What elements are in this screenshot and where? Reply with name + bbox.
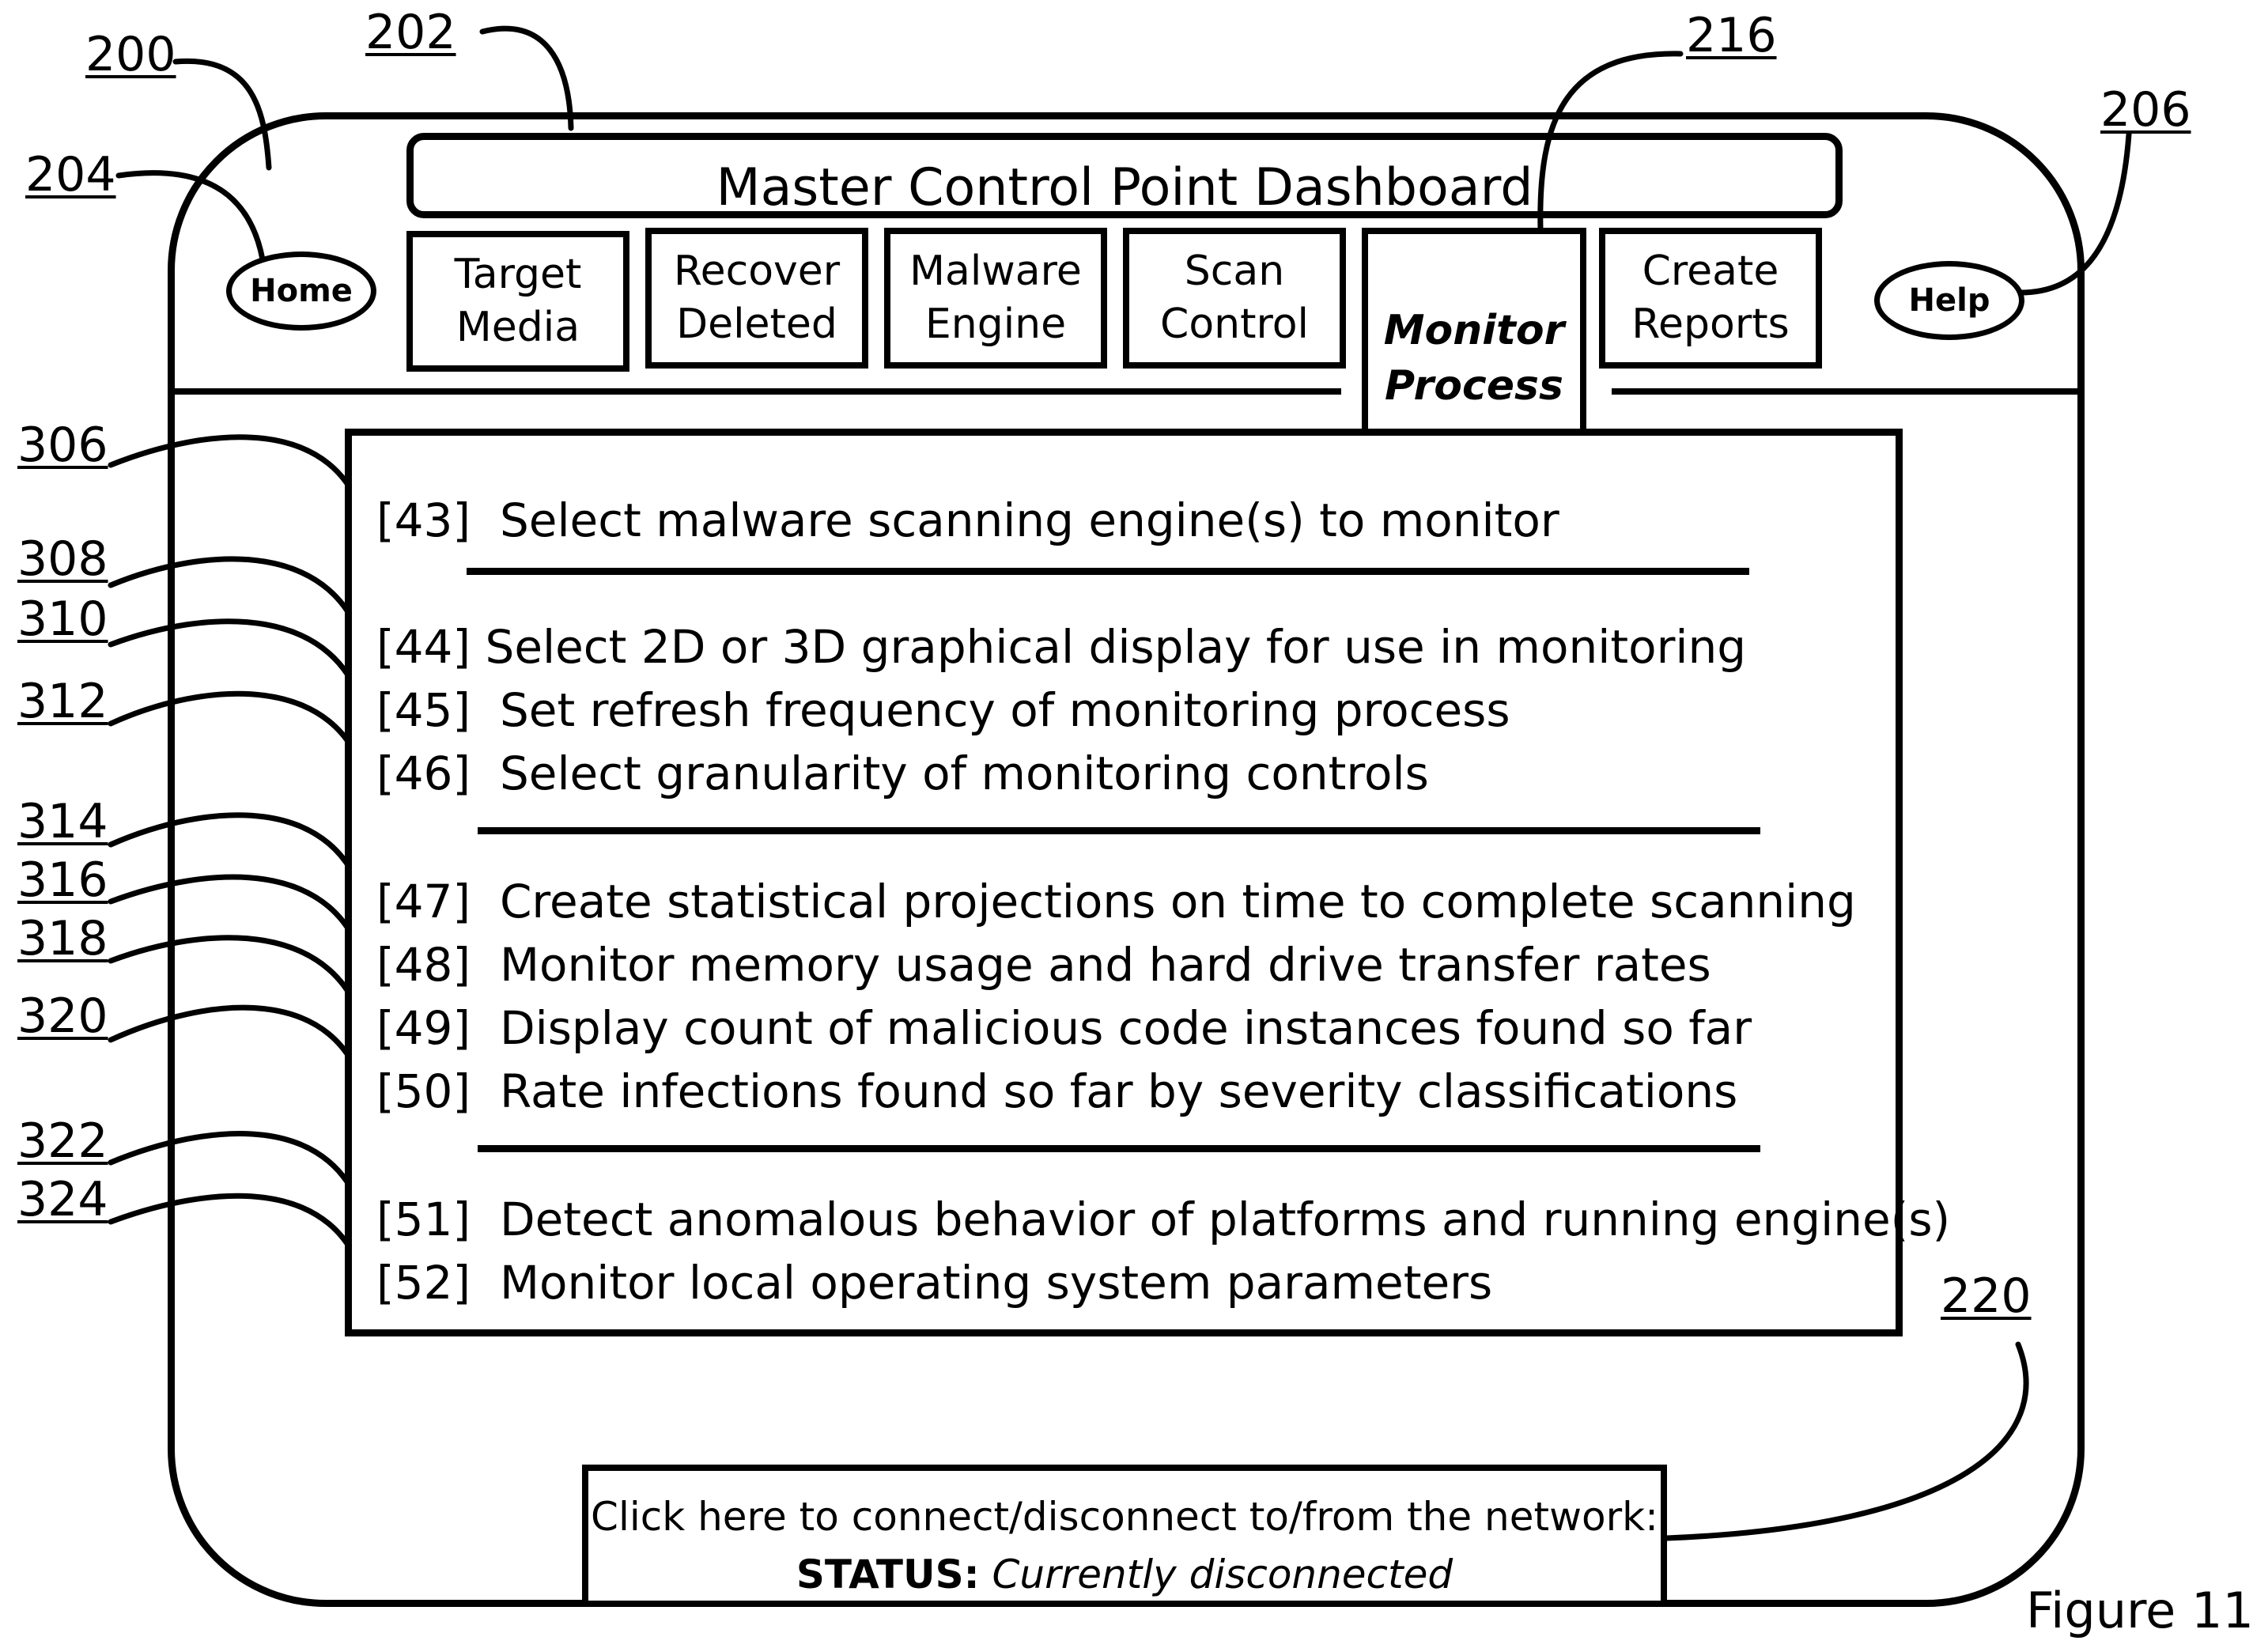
tab-label-line1: Malware — [909, 248, 1082, 295]
tab-scan-control[interactable]: Scan Control — [1123, 228, 1346, 369]
option-51[interactable]: [51] Detect anomalous behavior of platfo… — [376, 1193, 1950, 1246]
option-number: [48] — [376, 938, 471, 992]
divider — [478, 1145, 1760, 1152]
help-button[interactable]: Help — [1874, 261, 2024, 340]
tab-label-line2: Control — [1160, 301, 1309, 348]
option-45[interactable]: [45] Set refresh frequency of monitoring… — [376, 683, 1510, 737]
ref-202: 202 — [365, 5, 456, 60]
option-43[interactable]: [43] Select malware scanning engine(s) t… — [376, 493, 1559, 547]
ref-204: 204 — [25, 147, 116, 202]
help-label: Help — [1909, 282, 1990, 319]
option-text: Create statistical projections on time t… — [500, 875, 1856, 928]
status-label: STATUS: — [796, 1552, 980, 1597]
status-value: Currently disconnected — [992, 1552, 1453, 1597]
home-button[interactable]: Home — [226, 251, 376, 331]
option-text: Rate infections found so far by severity… — [500, 1064, 1737, 1118]
tab-malware-engine[interactable]: Malware Engine — [884, 228, 1107, 369]
tab-label-line1: Monitor — [1384, 307, 1565, 354]
ref-306: 306 — [17, 418, 108, 473]
home-label: Home — [250, 273, 353, 309]
dashboard-title: Master Control Point Dashboard — [716, 134, 1533, 217]
ref-316: 316 — [17, 852, 108, 908]
tab-label-line2: Deleted — [676, 301, 837, 348]
tab-monitor-process[interactable]: Monitor Process — [1362, 228, 1586, 435]
ref-220: 220 — [1941, 1268, 2032, 1324]
tab-baseline-right — [1612, 388, 2081, 395]
ref-206: 206 — [2100, 82, 2191, 138]
option-52[interactable]: [52] Monitor local operating system para… — [376, 1256, 1492, 1310]
dashboard-title-bar: Master Control Point Dashboard — [406, 133, 1843, 218]
option-number: [49] — [376, 1001, 471, 1055]
option-number: [52] — [376, 1256, 471, 1310]
tab-create-reports[interactable]: Create Reports — [1599, 228, 1822, 369]
tab-label-line2: Engine — [925, 301, 1066, 348]
ref-308: 308 — [17, 531, 108, 587]
tab-label-line2: Reports — [1631, 301, 1789, 348]
option-text: Set refresh frequency of monitoring proc… — [500, 683, 1510, 737]
option-text: Detect anomalous behavior of platforms a… — [500, 1193, 1950, 1246]
option-text: Monitor local operating system parameter… — [500, 1256, 1492, 1310]
option-48[interactable]: [48] Monitor memory usage and hard drive… — [376, 938, 1711, 992]
divider — [467, 568, 1749, 575]
network-connect-button[interactable]: Click here to connect/disconnect to/from… — [582, 1465, 1667, 1607]
option-49[interactable]: [49] Display count of malicious code ins… — [376, 1001, 1752, 1055]
ref-312: 312 — [17, 674, 108, 729]
ref-314: 314 — [17, 794, 108, 849]
option-number: [46] — [376, 747, 471, 800]
divider — [478, 827, 1760, 834]
tab-label-line1: Scan — [1185, 248, 1284, 295]
option-number: [43] — [376, 493, 471, 547]
tab-label-line2: Process — [1385, 362, 1563, 410]
option-47[interactable]: [47] Create statistical projections on t… — [376, 875, 1856, 928]
option-text: Monitor memory usage and hard drive tran… — [500, 938, 1711, 992]
tab-recover-deleted[interactable]: Recover Deleted — [645, 228, 868, 369]
option-number: [51] — [376, 1193, 471, 1246]
ref-320: 320 — [17, 989, 108, 1044]
option-44[interactable]: [44] Select 2D or 3D graphical display f… — [376, 620, 1746, 674]
tab-baseline-left — [171, 388, 1341, 395]
option-number: [45] — [376, 683, 471, 737]
tab-label-line1: Create — [1642, 248, 1779, 295]
network-prompt: Click here to connect/disconnect to/from… — [588, 1488, 1661, 1546]
option-text: Display count of malicious code instance… — [500, 1001, 1752, 1055]
tab-label-line2: Media — [456, 304, 580, 351]
ref-216: 216 — [1686, 8, 1777, 63]
ref-200: 200 — [85, 27, 176, 82]
ref-322: 322 — [17, 1113, 108, 1169]
option-text: Select 2D or 3D graphical display for us… — [486, 620, 1747, 674]
tab-label-line1: Recover — [674, 248, 840, 295]
option-50[interactable]: [50] Rate infections found so far by sev… — [376, 1064, 1737, 1118]
ref-310: 310 — [17, 592, 108, 647]
option-number: [50] — [376, 1064, 471, 1118]
option-number: [44] — [376, 620, 471, 674]
option-46[interactable]: [46] Select granularity of monitoring co… — [376, 747, 1429, 800]
figure-label: Figure 11 — [2026, 1582, 2253, 1639]
option-number: [47] — [376, 875, 471, 928]
option-text: Select malware scanning engine(s) to mon… — [500, 493, 1559, 547]
tab-target-media[interactable]: Target Media — [406, 231, 629, 372]
tab-label-line1: Target — [455, 251, 582, 298]
ref-318: 318 — [17, 911, 108, 966]
ref-324: 324 — [17, 1172, 108, 1227]
option-text: Select granularity of monitoring control… — [500, 747, 1429, 800]
